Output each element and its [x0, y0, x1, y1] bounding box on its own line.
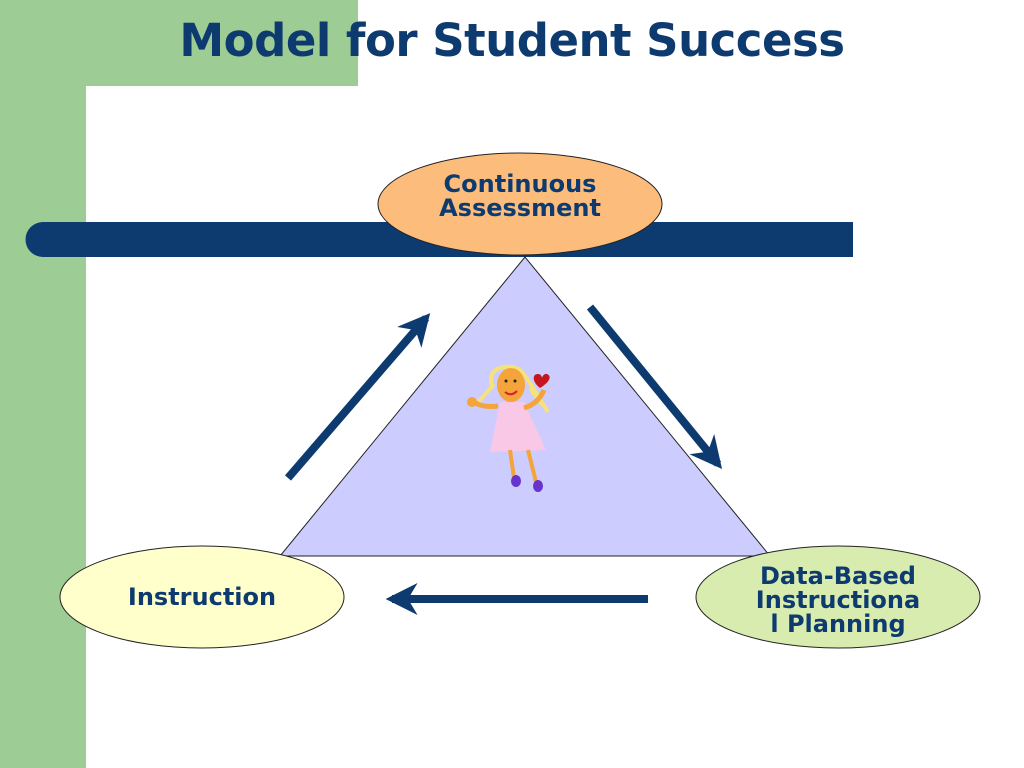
arrow-up-right: [284, 313, 431, 481]
child-with-heart-icon: [467, 364, 550, 492]
assessment-ellipse: [377, 152, 663, 256]
top-green-band: [0, 0, 358, 86]
planning-label-line-1: Data-Based: [760, 562, 916, 590]
planning-label-line-3: l Planning: [770, 610, 906, 638]
assessment-label-line-1: Continuous: [443, 170, 597, 198]
planning-label-line-2: Instructiona: [755, 586, 921, 614]
slide-title: Model for Student Success: [179, 14, 845, 67]
planning-ellipse: [695, 545, 981, 649]
arrow-down-right: [586, 304, 723, 469]
planning-label: Data-Based Instructiona l Planning: [718, 562, 958, 638]
instruction-label-line-1: Instruction: [127, 583, 277, 611]
assessment-label-line-2: Assessment: [439, 194, 601, 222]
instruction-label: Instruction: [82, 582, 322, 612]
assessment-label: Continuous Assessment: [400, 168, 640, 224]
instruction-ellipse: [59, 545, 345, 649]
sidebar-green-band: [0, 0, 86, 768]
